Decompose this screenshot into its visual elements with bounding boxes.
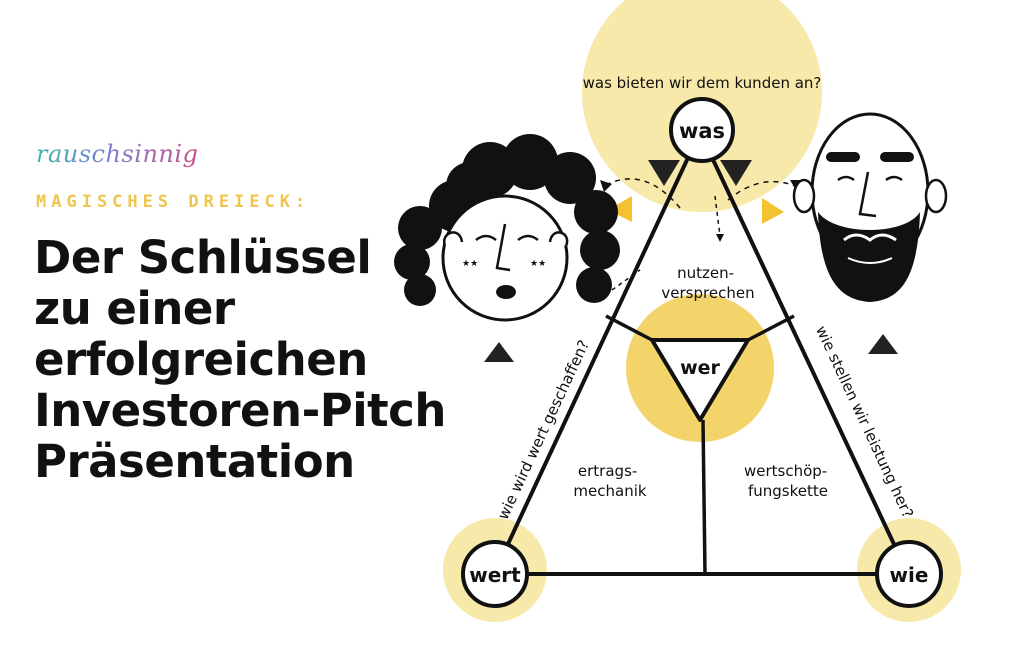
svg-text:★★: ★★ [462, 259, 478, 269]
deco-triangle-yellow [608, 196, 632, 222]
segment-left-line: mechanik [573, 482, 646, 500]
deco-triangle-dark [648, 160, 680, 186]
divider-right [747, 314, 795, 342]
headline-line: Präsentation [34, 435, 355, 488]
segment-top-line: versprechen [661, 284, 754, 302]
headline: Der Schlüssel zu einer erfolgreichen Inv… [34, 231, 446, 488]
node-center-label: wer [680, 357, 720, 379]
headline-line: zu einer [34, 282, 235, 335]
deco-triangle-yellow [762, 198, 784, 224]
question-top: was bieten wir dem kunden an? [583, 74, 822, 92]
woman-illustration-icon: ★★ ★★ [394, 134, 620, 322]
triangle-outline [492, 130, 910, 576]
deco-triangle-dark [484, 342, 514, 362]
node-left-circle [461, 540, 529, 608]
dashed-arrow-down [714, 195, 721, 237]
deco-triangle-dark [720, 160, 752, 186]
node-right-label: wie [890, 563, 929, 587]
divider-left [605, 314, 653, 342]
brand-logo: rauschsinnig [36, 140, 199, 168]
node-left-label: wert [469, 563, 521, 587]
segment-left-label: ertrags- mechanik [573, 462, 646, 500]
arrowhead-left [600, 180, 612, 192]
segment-top-label: nutzen- versprechen [661, 264, 754, 302]
headline-line: Der Schlüssel [34, 231, 372, 284]
segment-right-line: fungskette [748, 482, 828, 500]
center-triangle [650, 338, 750, 422]
arrowhead-down [716, 234, 724, 242]
segment-right-label: wertschöp- fungskette [744, 462, 832, 500]
segment-left-line: ertrags- [578, 462, 637, 480]
dashed-arrow-left [603, 178, 681, 209]
divider-bottom [701, 419, 707, 575]
node-top-label: was [679, 119, 725, 143]
kicker-label: MAGISCHES DREIECK: [36, 192, 311, 212]
dashed-line-left [611, 269, 641, 291]
node-right-circle [875, 540, 943, 608]
headline-line: erfolgreichen [34, 333, 368, 386]
headline-line: Investoren-Pitch [34, 384, 446, 437]
node-top-circle [669, 97, 735, 163]
segment-right-line: wertschöp- [744, 462, 827, 480]
man-illustration-icon [792, 112, 948, 302]
svg-text:★★: ★★ [530, 259, 546, 269]
segment-top-line: nutzen- [677, 264, 734, 282]
magic-triangle-diagram: ★★ ★★ was wert wie wer was bieten wir de… [394, 0, 961, 622]
deco-triangle-dark [868, 334, 898, 354]
